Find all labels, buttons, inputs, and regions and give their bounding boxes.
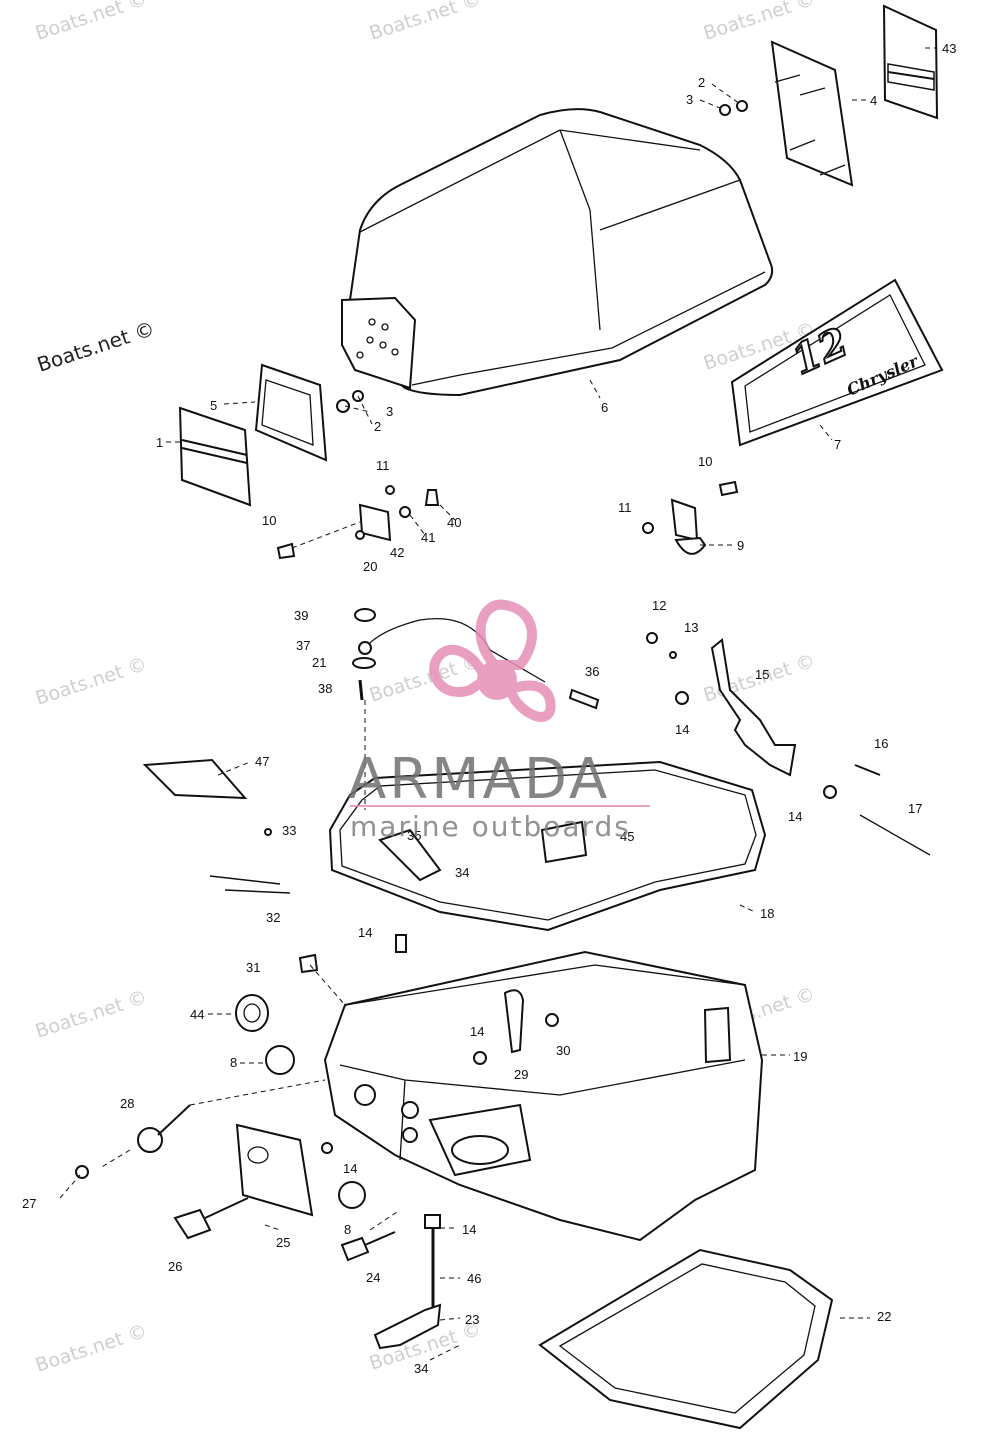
callout-34: 34 — [455, 865, 469, 880]
decal-43 — [882, 4, 939, 120]
callout-31: 31 — [246, 960, 260, 975]
callout-19: 19 — [793, 1049, 807, 1064]
callout-35: 35 — [407, 828, 421, 843]
callout-8: 8 — [230, 1055, 237, 1070]
plate-4 — [770, 40, 854, 187]
callout-9: 9 — [737, 538, 744, 553]
watermark: Boats.net © — [34, 316, 157, 377]
callout-21: 21 — [312, 655, 326, 670]
callout-39: 39 — [294, 608, 308, 623]
decal-1 — [178, 406, 252, 507]
callouts: 1 2 2 3 3 4 5 6 7 8 8 9 10 10 11 11 12 1… — [22, 41, 956, 1376]
callout-7: 7 — [834, 437, 841, 452]
throttle-lever — [646, 632, 931, 856]
callout-14: 14 — [470, 1024, 484, 1039]
callout-3: 3 — [386, 404, 393, 419]
callout-14: 14 — [358, 925, 372, 940]
callout-47: 47 — [255, 754, 269, 769]
callout-6: 6 — [601, 400, 608, 415]
callout-24: 24 — [366, 1270, 380, 1285]
watermark: Boats.net © — [701, 0, 818, 45]
callout-17: 17 — [908, 801, 922, 816]
callout-38: 38 — [318, 681, 332, 696]
callout-2: 2 — [698, 75, 705, 90]
watermark: Boats.net © — [33, 653, 150, 710]
callout-11: 11 — [376, 458, 390, 473]
callout-12: 12 — [652, 598, 666, 613]
callout-14: 14 — [462, 1222, 476, 1237]
callout-40: 40 — [447, 515, 461, 530]
callout-1: 1 — [156, 435, 163, 450]
callout-45: 45 — [620, 829, 634, 844]
spring-32 — [209, 828, 291, 894]
callout-14: 14 — [343, 1161, 357, 1176]
callout-30: 30 — [556, 1043, 570, 1058]
propeller-icon — [429, 599, 556, 722]
linkage-assembly — [352, 608, 600, 710]
callout-32: 32 — [266, 910, 280, 925]
callout-28: 28 — [120, 1096, 134, 1111]
watermark: Boats.net © — [367, 0, 484, 45]
brand-name: ARMADA — [348, 747, 610, 812]
callout-11: 11 — [618, 500, 632, 515]
decal-7: 12 Chrysler — [730, 278, 944, 447]
callout-29: 29 — [514, 1067, 528, 1082]
callout-13: 13 — [684, 620, 698, 635]
callout-4: 4 — [870, 93, 877, 108]
callout-36: 36 — [585, 664, 599, 679]
watermark: Boats.net © — [33, 1320, 150, 1377]
callout-10: 10 — [698, 454, 712, 469]
callout-46: 46 — [467, 1271, 481, 1286]
lower-pan — [323, 950, 764, 1242]
seal-22 — [538, 1248, 834, 1430]
callout-10: 10 — [262, 513, 276, 528]
callout-8: 8 — [344, 1222, 351, 1237]
seal-18 — [328, 760, 767, 932]
callout-37: 37 — [296, 638, 310, 653]
callout-15: 15 — [755, 667, 769, 682]
callout-27: 27 — [22, 1196, 36, 1211]
top-cowl — [341, 108, 774, 397]
watermark: Boats.net © — [33, 986, 150, 1043]
callout-22: 22 — [877, 1309, 891, 1324]
callout-41: 41 — [421, 530, 435, 545]
callout-43: 43 — [942, 41, 956, 56]
callout-33: 33 — [282, 823, 296, 838]
callout-14: 14 — [675, 722, 689, 737]
leader-lines — [59, 47, 936, 1361]
callout-25: 25 — [276, 1235, 290, 1250]
callout-3: 3 — [686, 92, 693, 107]
bracket-5 — [254, 363, 328, 462]
callout-34: 34 — [414, 1361, 428, 1376]
callout-42: 42 — [390, 545, 404, 560]
callout-2: 2 — [374, 419, 381, 434]
callout-16: 16 — [874, 736, 888, 751]
brand-tagline: marine outboards — [350, 810, 631, 843]
armada-logo: ARMADA marine outboards — [348, 599, 650, 843]
callout-5: 5 — [210, 398, 217, 413]
callout-23: 23 — [465, 1312, 479, 1327]
gasket-47 — [142, 758, 248, 800]
hardware-lower — [75, 934, 559, 1350]
callout-18: 18 — [760, 906, 774, 921]
callout-44: 44 — [190, 1007, 204, 1022]
callout-20: 20 — [363, 559, 377, 574]
callout-26: 26 — [168, 1259, 182, 1274]
watermark: Boats.net © — [33, 0, 150, 45]
callout-14: 14 — [788, 809, 802, 824]
